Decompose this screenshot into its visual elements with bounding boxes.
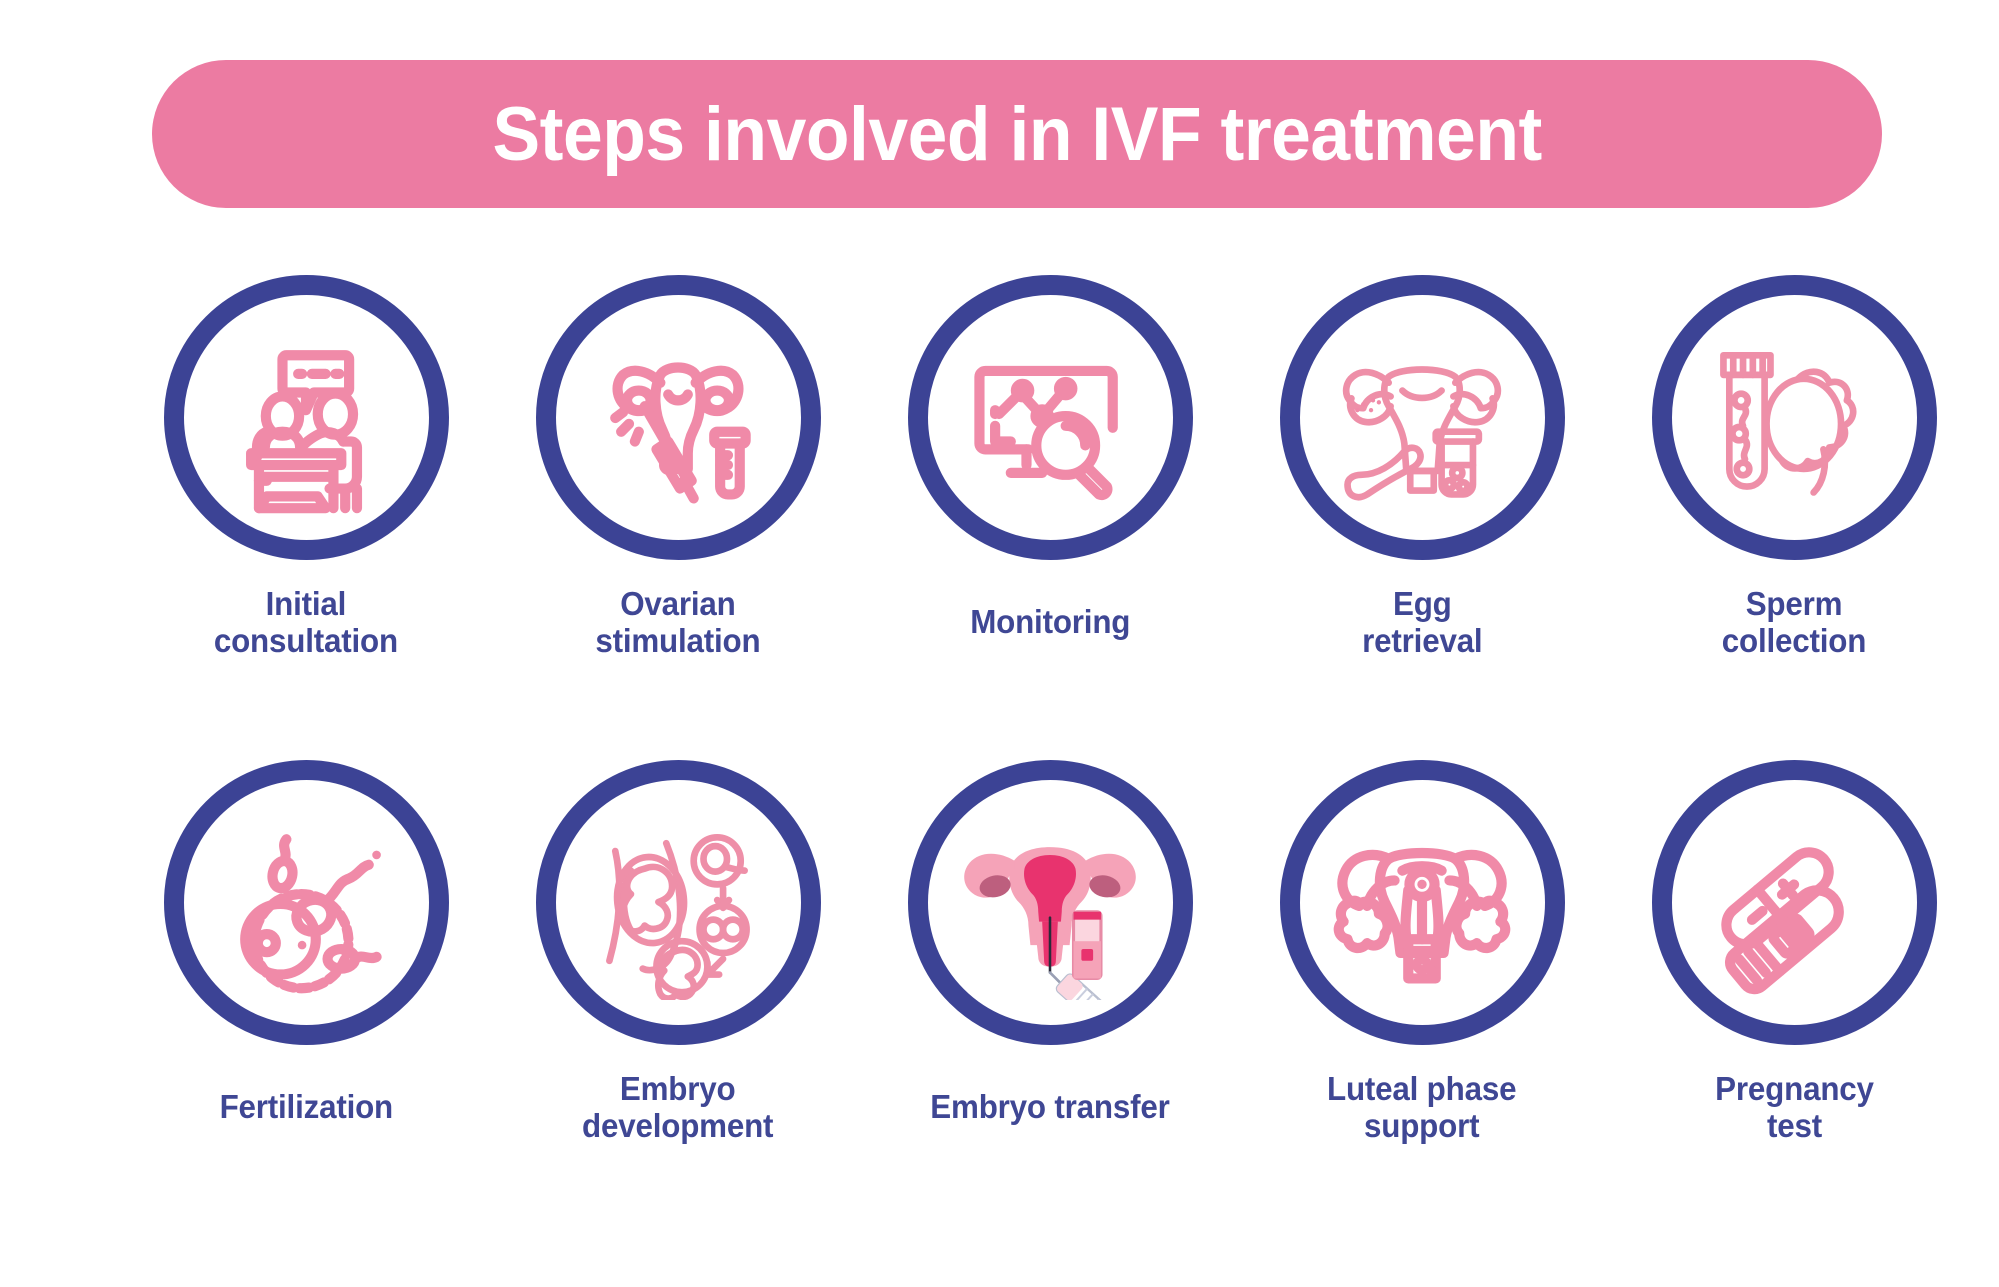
uterus-syringe-transfer-icon: [964, 847, 1136, 1001]
uterus-egg-retrieval-icon: [1342, 365, 1502, 500]
step-pregnancy-test[interactable]: Pregnancy test: [1608, 759, 1980, 1145]
step-label: Luteal phase support: [1327, 1069, 1517, 1144]
step-icon-circle: [535, 759, 821, 1045]
step-embryo-development[interactable]: Embryo development: [492, 759, 864, 1145]
step-label: Ovarian stimulation: [595, 585, 761, 659]
step-icon-circle: [535, 275, 821, 560]
step-ovarian-stimulation[interactable]: Ovarian stimulation: [492, 275, 864, 660]
uterus-implantation-icon: [1333, 848, 1511, 984]
uterus-injection-vial-icon: [610, 361, 751, 503]
step-label: Egg retrieval: [1361, 585, 1483, 659]
step-icon-circle: [1279, 275, 1565, 560]
embryo-development-stages-icon: [606, 834, 750, 1001]
step-label: Embryo transfer: [930, 1087, 1170, 1125]
steps-row-bottom: Fertilization: [120, 759, 1980, 1145]
step-icon-circle: [163, 275, 449, 560]
step-fertilization[interactable]: Fertilization: [120, 759, 492, 1145]
consultation-desk-icon: [246, 349, 363, 513]
step-label: Monitoring: [969, 603, 1131, 640]
step-luteal-phase-support[interactable]: Luteal phase support: [1236, 759, 1608, 1145]
step-icon-circle: [907, 759, 1193, 1045]
sperm-sample-cup-icon: [1720, 351, 1857, 496]
step-initial-consultation[interactable]: Initial consultation: [120, 275, 492, 660]
step-sperm-collection[interactable]: Sperm collection: [1608, 275, 1980, 660]
page-title: Steps involved in IVF treatment: [492, 91, 1542, 177]
steps-row-top: Initial consultation: [120, 275, 1980, 660]
pregnancy-test-sticks-icon: [1721, 847, 1844, 995]
monitor-chart-magnifier-icon: [974, 365, 1118, 500]
step-egg-retrieval[interactable]: Egg retrieval: [1236, 275, 1608, 660]
step-embryo-transfer[interactable]: Embryo transfer: [864, 759, 1236, 1145]
step-icon-circle: [163, 759, 449, 1045]
step-label: Initial consultation: [213, 585, 399, 659]
step-label: Embryo development: [582, 1069, 774, 1144]
step-icon-circle: [1279, 759, 1565, 1045]
step-icon-circle: [1651, 275, 1937, 560]
step-icon-circle: [1651, 759, 1937, 1045]
step-label: Pregnancy test: [1714, 1069, 1874, 1144]
step-label: Sperm collection: [1721, 585, 1867, 659]
step-icon-circle: [907, 275, 1193, 560]
steps-grid: Initial consultation: [0, 275, 1999, 1145]
title-banner: Steps involved in IVF treatment: [152, 60, 1882, 208]
step-label: Fertilization: [219, 1087, 393, 1125]
egg-sperm-fertilization-icon: [240, 834, 382, 994]
step-monitoring[interactable]: Monitoring: [864, 275, 1236, 660]
